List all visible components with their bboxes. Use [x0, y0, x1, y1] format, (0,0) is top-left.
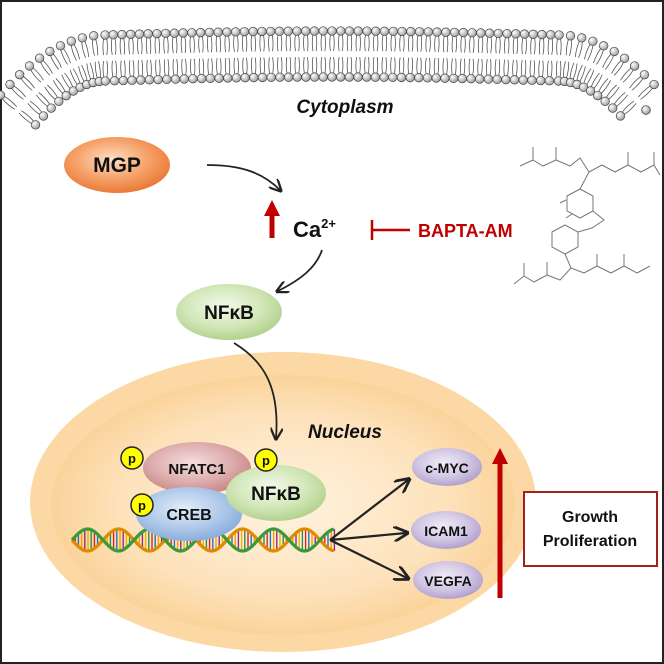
- cmyc-node: c-MYC: [412, 448, 482, 486]
- arrow-to-vegfa: [329, 539, 407, 578]
- creb-label: CREB: [166, 507, 211, 524]
- arrow-ca-to-nfkb: [278, 249, 323, 291]
- arrow-mgp-to-ca: [206, 164, 280, 190]
- arrow-to-cmyc: [329, 480, 408, 541]
- mgp-label: MGP: [93, 154, 141, 177]
- outcome-box: Growth Proliferation: [523, 491, 658, 567]
- nfkb-nucleus-label: NFκB: [251, 484, 301, 505]
- bapta-am-label: BAPTA-AM: [418, 221, 513, 241]
- phospho-badge-nfkb: p: [254, 448, 278, 472]
- icam1-node: ICAM1: [411, 511, 481, 549]
- calcium-charge: 2+: [321, 216, 336, 231]
- vegfa-label: VEGFA: [424, 573, 471, 589]
- nfkb-cytoplasm-label: NFκB: [204, 303, 254, 324]
- outcome-proliferation-label: Proliferation: [543, 533, 637, 550]
- arrow-nfkb-translocation: [233, 342, 277, 438]
- phospho-badge-creb: p: [130, 493, 154, 517]
- nucleus-label: Nucleus: [308, 422, 382, 443]
- nfkb-cytoplasm-node: NFκB: [176, 284, 282, 340]
- svg-text:Ca2+: Ca2+: [293, 216, 336, 242]
- svg-text:p: p: [128, 451, 136, 466]
- nfatc1-label: NFATC1: [168, 461, 225, 478]
- calcium-node: Ca2+: [263, 199, 336, 242]
- cmyc-label: c-MYC: [425, 460, 469, 476]
- bapta-structure-image: [513, 147, 661, 285]
- cytoplasm-label: Cytoplasm: [296, 97, 393, 118]
- mgp-node: MGP: [64, 137, 170, 193]
- nfatc1-node: NFATC1: [143, 442, 251, 494]
- icam1-label: ICAM1: [424, 523, 468, 539]
- cell-membrane: [0, 26, 659, 130]
- svg-text:p: p: [138, 498, 146, 513]
- phospho-badge-nfatc1: p: [120, 446, 144, 470]
- svg-text:p: p: [262, 453, 270, 468]
- nfkb-nucleus-node: NFκB: [226, 465, 326, 521]
- calcium-label: Ca: [293, 217, 322, 242]
- vegfa-node: VEGFA: [413, 561, 483, 599]
- creb-node: CREB: [136, 487, 242, 541]
- outcome-growth-label: Growth: [562, 509, 618, 526]
- arrow-to-icam1: [329, 533, 406, 540]
